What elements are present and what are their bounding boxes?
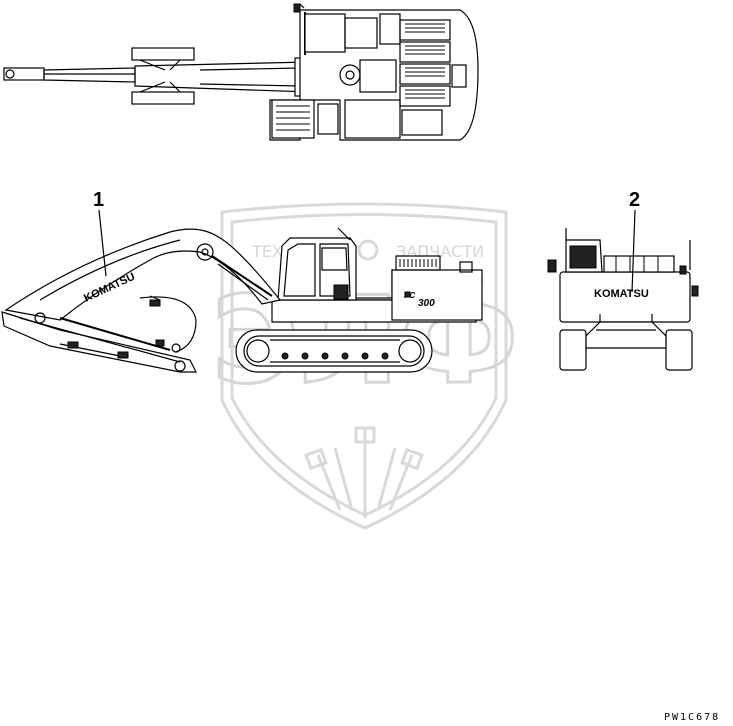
side-view-engine-grille xyxy=(395,255,441,271)
side-view-model-badge: PC 300 xyxy=(404,291,435,309)
callout-1: 1 xyxy=(93,189,107,277)
rear-view-track-left xyxy=(559,329,587,371)
counterweight-decal: KOMATSU xyxy=(594,288,649,300)
side-view-boom xyxy=(4,228,282,321)
svg-text:1: 1 xyxy=(93,189,104,211)
top-view-cab xyxy=(304,13,346,53)
top-view-arm xyxy=(43,67,136,83)
callout-2: 2 xyxy=(629,189,640,293)
svg-text:300: 300 xyxy=(418,298,435,309)
watermark-shield xyxy=(220,202,508,530)
side-view-track-rollers xyxy=(246,339,422,363)
svg-text:2: 2 xyxy=(629,189,640,211)
rear-view-track-right xyxy=(665,329,693,371)
top-view-boom xyxy=(134,61,311,93)
top-view xyxy=(3,3,479,141)
drawing-code: PW1C678 xyxy=(664,712,720,723)
rear-view: KOMATSU xyxy=(547,228,699,371)
watermark-gear-icon xyxy=(357,239,379,261)
watermark-shield-inner xyxy=(230,213,498,517)
side-view: PC 300 KOMATSU xyxy=(1,227,483,373)
watermark-wheat-icon xyxy=(304,426,424,518)
